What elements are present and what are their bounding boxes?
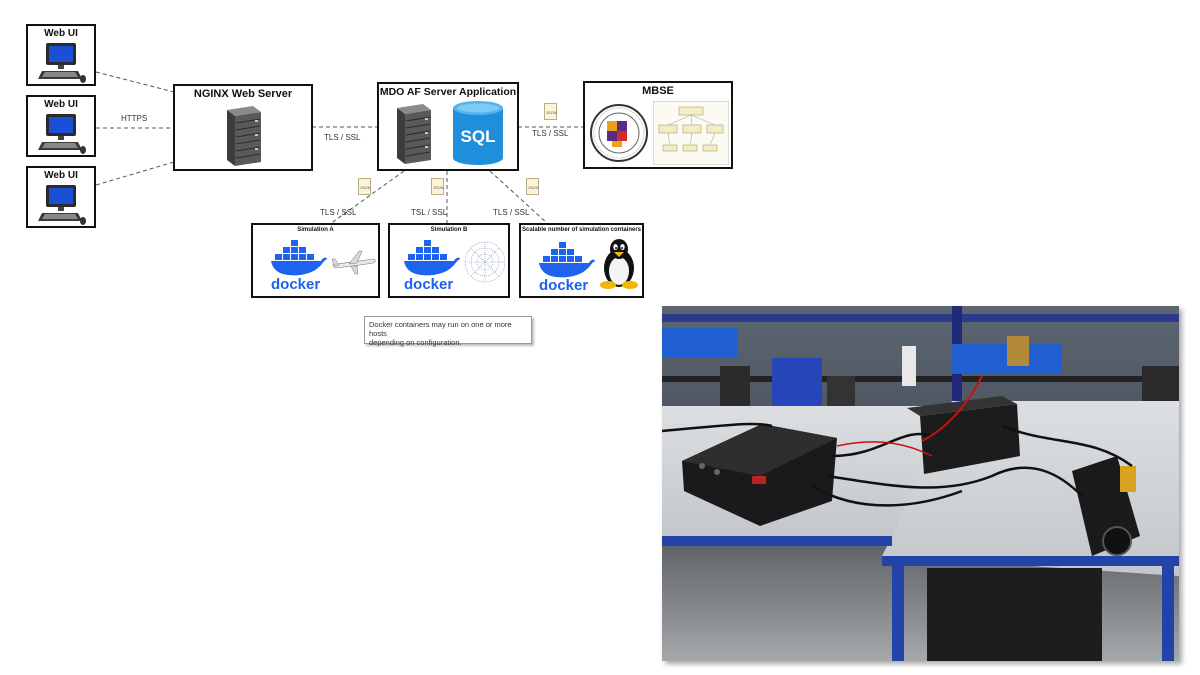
mbse-label: MBSE <box>642 85 674 97</box>
desktop-computer-icon <box>38 114 86 154</box>
simulation-b-box: Simulation B docker <box>388 223 510 298</box>
json-document-icon: JSON <box>526 178 539 195</box>
server-rack-icon <box>227 106 261 166</box>
desktop-computer-icon <box>38 43 86 83</box>
edge-mdo-sim-c <box>489 170 549 225</box>
docker-whale-icon <box>404 240 460 276</box>
mbse-box: MBSE <box>583 81 733 169</box>
mdo-server-label: MDO AF Server Application <box>379 86 517 98</box>
docker-wordmark: docker <box>539 277 589 294</box>
simulation-scalable-box: Scalable number of simulation containers… <box>519 223 644 298</box>
simulation-a-box: Simulation A docker <box>251 223 380 298</box>
edge-mdo-sim-a <box>329 170 405 225</box>
edge-label-nginx-mdo: TLS / SSL <box>324 133 361 142</box>
omg-sysml-certification-logo-icon <box>590 104 648 162</box>
desktop-computer-icon <box>38 185 86 225</box>
docker-whale-icon <box>539 242 595 278</box>
edge-label-mdo-sim-c: TLS / SSL <box>493 208 530 217</box>
web-ui-label: Web UI <box>44 99 78 110</box>
sysml-diagram-thumbnail-icon <box>653 101 729 165</box>
json-document-icon: JSON <box>358 178 371 195</box>
edge-label-mdo-mbse: TLS / SSL <box>532 129 569 138</box>
edge-webui3-nginx <box>95 161 175 186</box>
airplane-icon <box>331 250 376 275</box>
edge-label-mdo-sim-b: TSL / SSL <box>411 208 448 217</box>
sql-label: SQL <box>460 127 496 146</box>
linux-penguin-icon <box>600 239 638 289</box>
nginx-server-box: NGINX Web Server <box>173 84 313 171</box>
note-line-1: Docker containers may run on one or more… <box>369 320 512 338</box>
sql-database-icon <box>453 101 503 165</box>
server-rack-icon <box>397 104 431 164</box>
lab-bench-hardware-image <box>662 306 1179 661</box>
simulation-a-label: Simulation A <box>297 227 334 233</box>
simulation-b-label: Simulation B <box>430 227 468 233</box>
web-ui-box-3: Web UI <box>26 166 96 228</box>
radar-polar-icon <box>464 241 506 283</box>
docker-whale-icon <box>271 240 327 276</box>
nginx-server-label: NGINX Web Server <box>193 88 293 100</box>
mdo-server-box: MDO AF Server Application SQL <box>377 82 519 171</box>
web-ui-box-2: Web UI <box>26 95 96 157</box>
hardware-lab-photo <box>662 306 1179 661</box>
json-document-icon: JSON <box>544 103 557 120</box>
json-document-icon: JSON <box>431 178 444 195</box>
web-ui-label: Web UI <box>44 28 78 39</box>
web-ui-label: Web UI <box>44 170 78 181</box>
simulation-scalable-label: Scalable number of simulation containers <box>521 227 642 233</box>
docker-wordmark: docker <box>271 276 321 293</box>
deployment-note: Docker containers may run on one or more… <box>364 316 532 347</box>
edge-label-mdo-sim-a: TLS / SSL <box>320 208 357 217</box>
web-ui-box-1: Web UI <box>26 24 96 86</box>
note-line-2: depending on configuration. <box>369 338 462 347</box>
edge-webui1-nginx <box>95 71 175 93</box>
edge-label-https: HTTPS <box>121 114 148 123</box>
docker-wordmark: docker <box>404 276 454 293</box>
